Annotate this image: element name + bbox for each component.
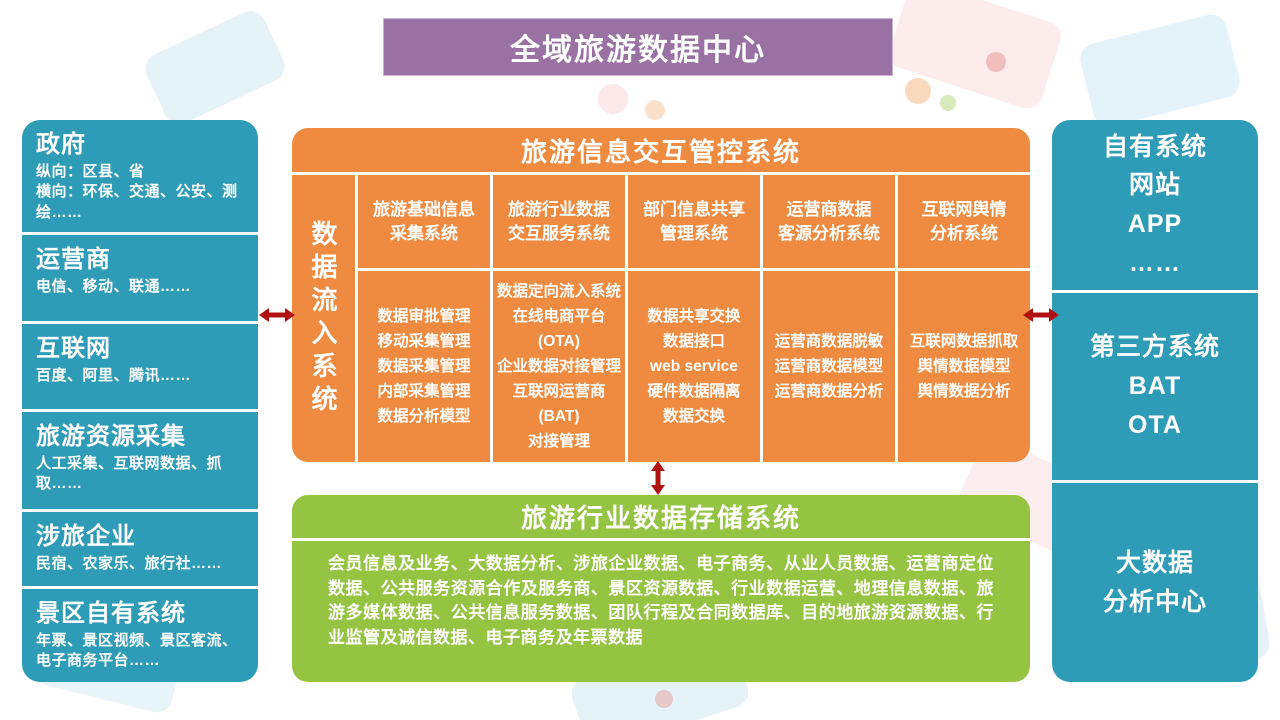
source-title: 政府 [36, 131, 86, 158]
column-header-basic-info-collection: 旅游基础信息 采集系统 [358, 175, 490, 268]
storage-system: 旅游行业数据存储系统 会员信息及业务、大数据分析、涉旅企业数据、电子商务、从业人… [292, 495, 1030, 682]
control-system-title: 旅游信息交互管控系统 [292, 128, 1030, 172]
source-desc: 民宿、农家乐、旅行社…… [36, 555, 223, 572]
column-header-industry-data-exchange: 旅游行业数据 交互服务系统 [493, 175, 625, 268]
interaction-control-system: 旅游信息交互管控系统 数据流入系统 旅游基础信息 采集系统 旅游行业数据 交互服… [292, 128, 1030, 462]
bidirectional-arrow-left [259, 308, 295, 322]
source-tourism-enterprises: 涉旅企业 民宿、农家乐、旅行社…… [22, 509, 258, 586]
source-title: 运营商 [36, 246, 111, 273]
storage-system-title: 旅游行业数据存储系统 [292, 495, 1030, 541]
source-title: 景区自有系统 [36, 600, 186, 627]
source-title: 涉旅企业 [36, 523, 136, 550]
source-desc: 人工采集、互联网数据、抓取…… [36, 455, 223, 493]
source-resource-collection: 旅游资源采集 人工采集、互联网数据、抓取…… [22, 409, 258, 509]
output-bigdata-analysis-center: 大数据 分析中心 [1052, 480, 1258, 682]
bidirectional-arrow-right [1023, 308, 1059, 322]
source-scenic-own-systems: 景区自有系统 年票、景区视频、景区客流、电子商务平台…… [22, 586, 258, 682]
source-desc: 纵向：区县、省 横向：环保、交通、公安、测绘…… [36, 163, 238, 221]
column-header-department-sharing: 部门信息共享 管理系统 [628, 175, 760, 268]
output-systems-panel: 自有系统 网站 APP …… 第三方系统 BAT OTA 大数据 分析中心 [1052, 120, 1258, 682]
data-sources-panel: 政府 纵向：区县、省 横向：环保、交通、公安、测绘…… 运营商 电信、移动、联通… [22, 120, 258, 682]
source-title: 旅游资源采集 [36, 423, 186, 450]
output-third-party-systems: 第三方系统 BAT OTA [1052, 290, 1258, 480]
column-items-department-sharing: 数据共享交换 数据接口 web service 硬件数据隔离 数据交换 [628, 271, 760, 462]
column-items-internet-sentiment: 互联网数据抓取 舆情数据模型 舆情数据分析 [898, 271, 1030, 462]
source-government: 政府 纵向：区县、省 横向：环保、交通、公安、测绘…… [22, 120, 258, 232]
storage-system-content: 会员信息及业务、大数据分析、涉旅企业数据、电子商务、从业人员数据、运营商定位数据… [328, 554, 994, 647]
column-items-operator-analysis: 运营商数据脱敏 运营商数据模型 运营商数据分析 [763, 271, 895, 462]
source-title: 互联网 [36, 335, 111, 362]
source-desc: 电信、移动、联通…… [36, 278, 192, 295]
output-own-systems: 自有系统 网站 APP …… [1052, 120, 1258, 290]
source-internet: 互联网 百度、阿里、腾讯…… [22, 321, 258, 409]
column-header-operator-analysis: 运营商数据 客源分析系统 [763, 175, 895, 268]
column-items-basic-info-collection: 数据审批管理 移动采集管理 数据采集管理 内部采集管理 数据分析模型 [358, 271, 490, 462]
source-operators: 运营商 电信、移动、联通…… [22, 232, 258, 321]
column-header-internet-sentiment: 互联网舆情 分析系统 [898, 175, 1030, 268]
bidirectional-arrow-vertical [651, 461, 665, 495]
page-title: 全域旅游数据中心 [383, 18, 893, 76]
source-desc: 年票、景区视频、景区客流、电子商务平台…… [36, 632, 238, 670]
source-desc: 百度、阿里、腾讯…… [36, 367, 192, 384]
data-inflow-side-label: 数据流入系统 [292, 175, 355, 462]
column-items-industry-data-exchange: 数据定向流入系统 在线电商平台 (OTA) 企业数据对接管理 互联网运营商 (B… [493, 271, 625, 462]
